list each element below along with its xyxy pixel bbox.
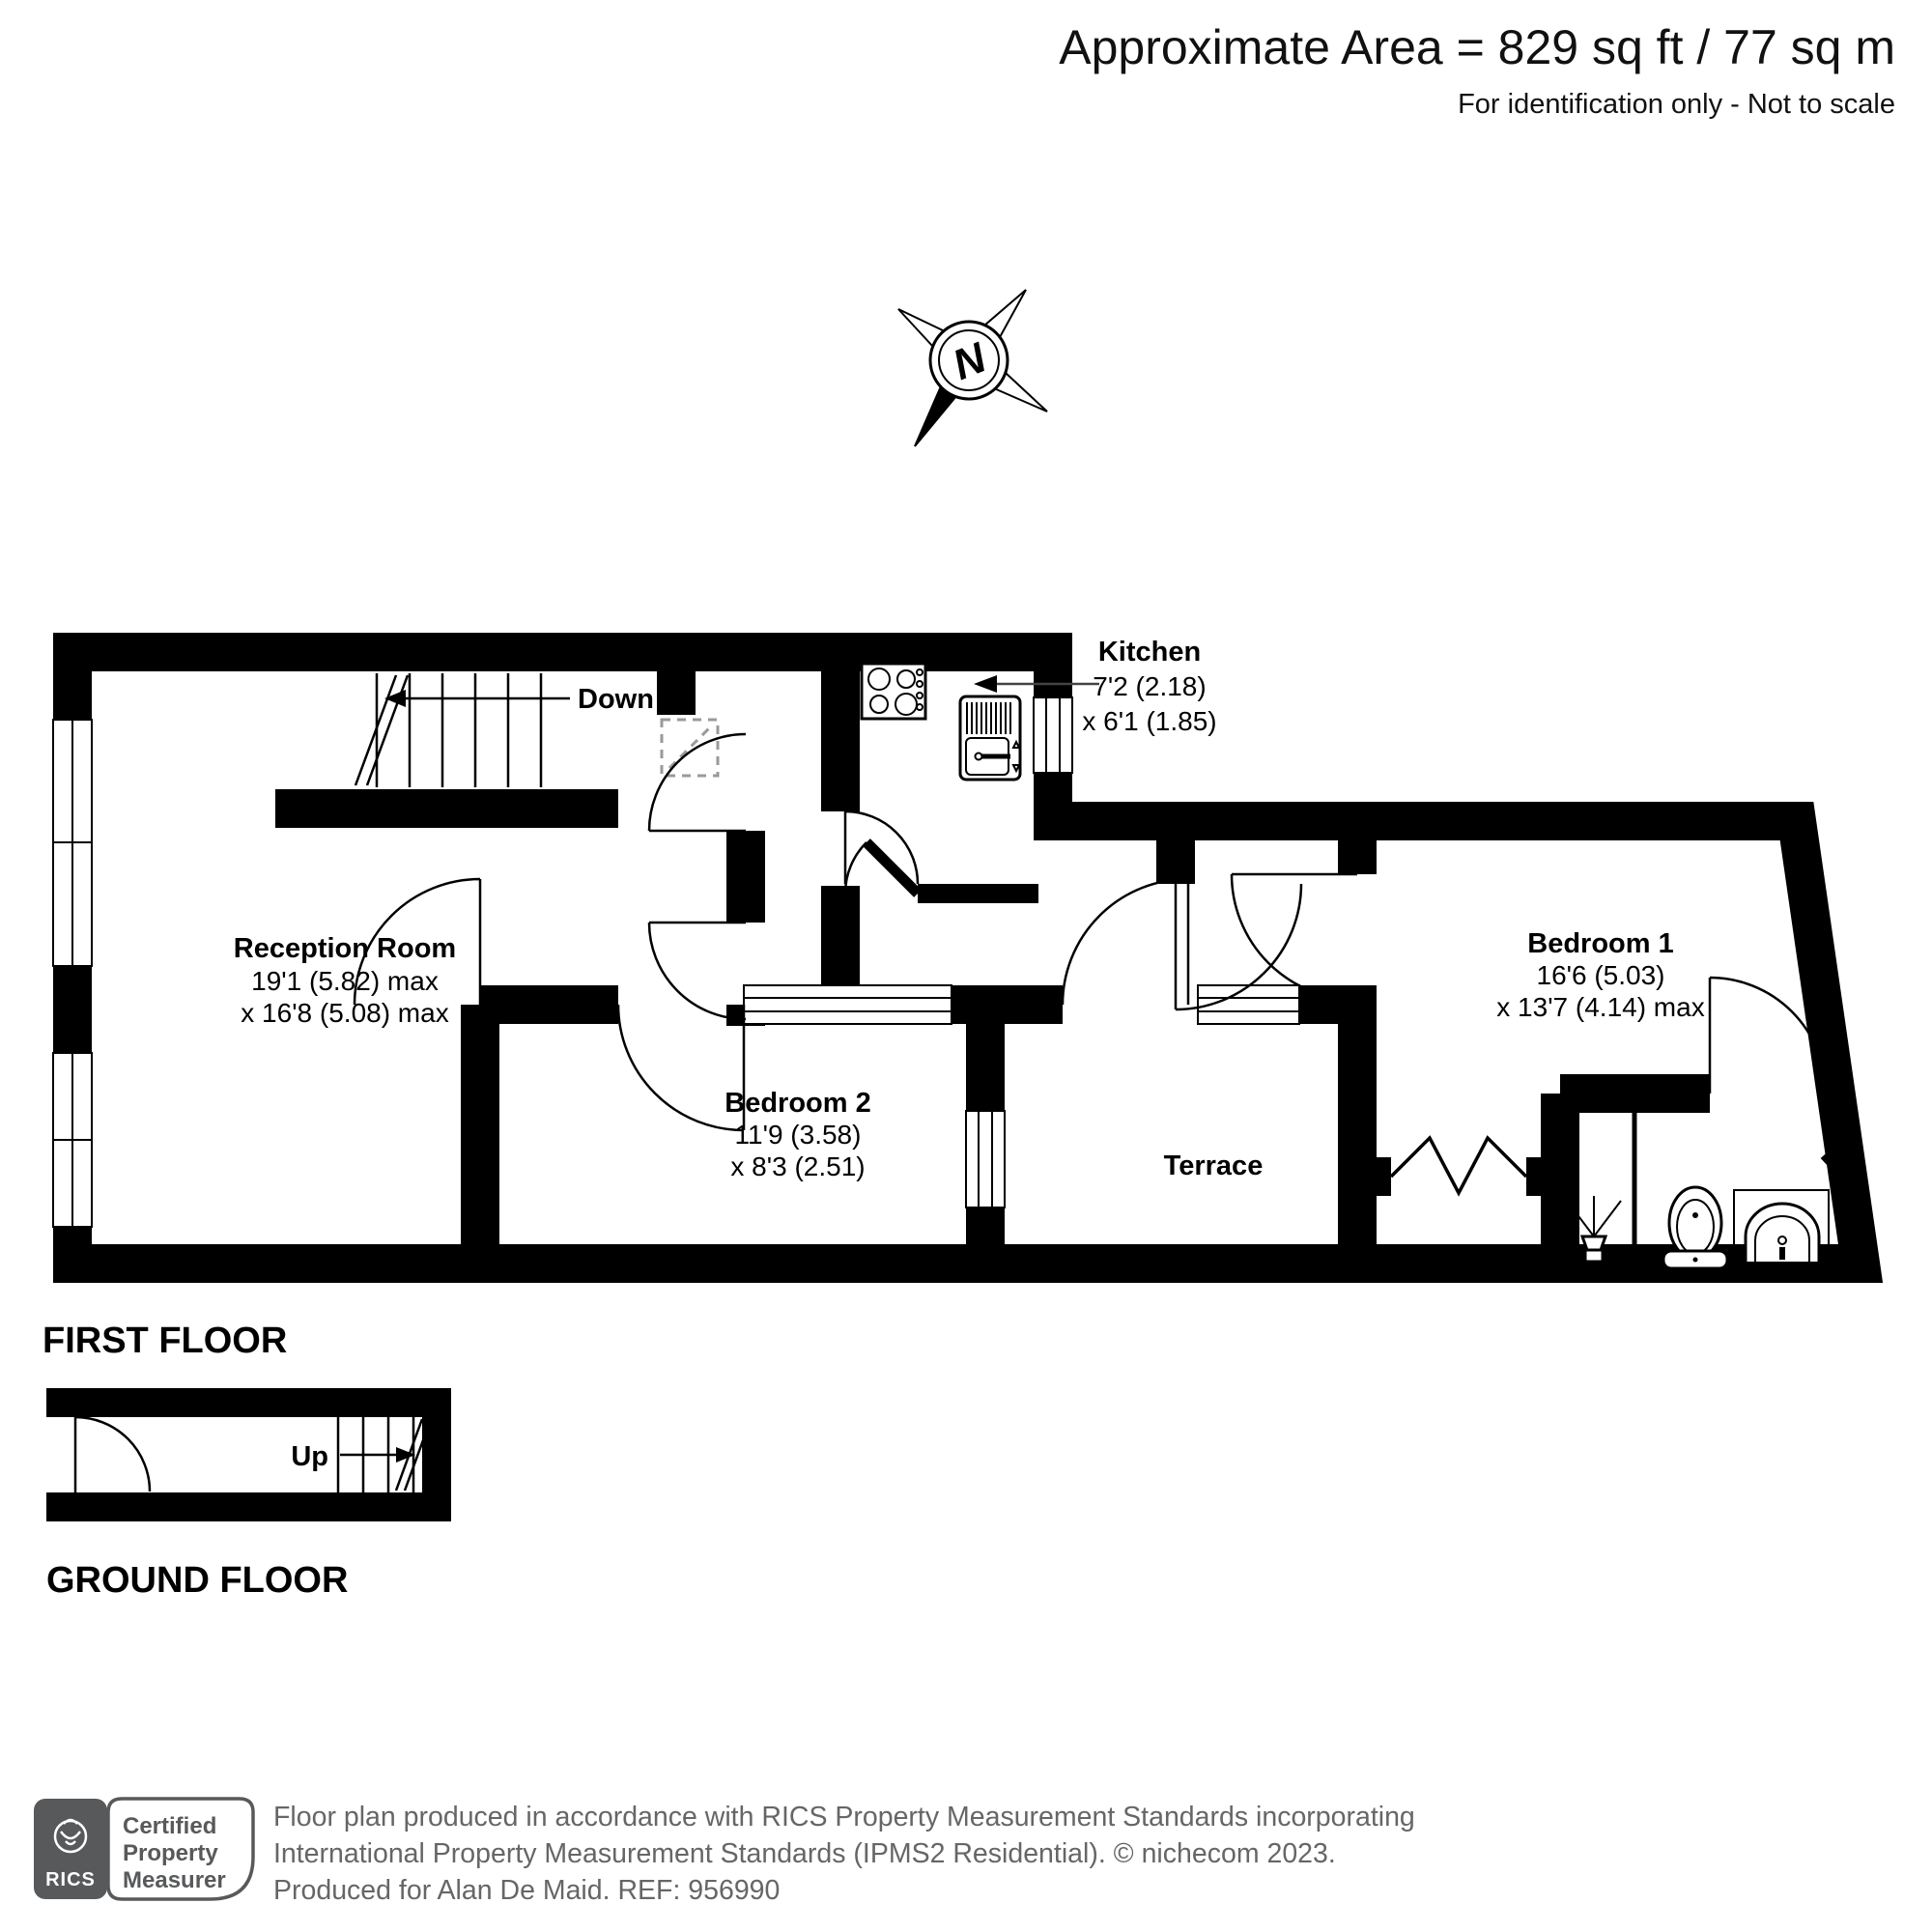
- cert-line1: Certified: [123, 1813, 216, 1839]
- toilet-icon: [1662, 1185, 1729, 1270]
- kitchen-fixtures: [860, 662, 1022, 781]
- stairs-down-label: Down: [578, 684, 654, 715]
- door-hall-closet-b: [647, 921, 747, 1021]
- terrace-name: Terrace: [1164, 1151, 1264, 1181]
- reception-dim2: x 16'8 (5.08) max: [241, 998, 448, 1028]
- door-hall-closet-a: [647, 732, 747, 833]
- loft-hatch-dashed: [660, 718, 720, 778]
- footer: RICS Certified Property Measurer Floor p…: [34, 1797, 1415, 1906]
- bedroom2-dim1: 11'9 (3.58): [735, 1120, 862, 1150]
- door-terrace: [1061, 877, 1190, 1006]
- bedroom2-dim2: x 8'3 (2.51): [730, 1151, 865, 1181]
- bedroom2-label: Bedroom 2 11'9 (3.58) x 8'3 (2.51): [724, 1088, 870, 1181]
- bedroom2-name: Bedroom 2: [724, 1088, 870, 1119]
- entrance-door-gap: [44, 1417, 77, 1492]
- certified-property-measurer-badge: Certified Property Measurer: [106, 1797, 255, 1901]
- doors: [353, 732, 1853, 1197]
- window-bedroom2-top: [743, 984, 952, 1025]
- kitchen-leader-arrowhead: [974, 675, 997, 693]
- stairs-down: Down: [354, 673, 720, 787]
- stairs-up-label: Up: [291, 1441, 328, 1472]
- stairs-up-arrowhead: [396, 1447, 415, 1463]
- bedroom1-label: Bedroom 1 16'6 (5.03) x 13'7 (4.14) max: [1496, 928, 1704, 1022]
- first-floor-label: FIRST FLOOR: [43, 1321, 287, 1361]
- window-reception-lower: [52, 1052, 93, 1228]
- kitchen-label-group: Kitchen 7'2 (2.18) x 6'1 (1.85): [974, 637, 1217, 736]
- window-bedroom2-terrace: [965, 1110, 1006, 1208]
- bedroom1-dim2: x 13'7 (4.14) max: [1496, 992, 1704, 1022]
- window-kitchen: [1033, 696, 1073, 774]
- reception-dim1: 19'1 (5.82) max: [251, 966, 439, 996]
- kitchen-name: Kitchen: [1098, 637, 1201, 668]
- shower-icon: [1566, 1196, 1622, 1264]
- ground-floor-plan: Up GROUND FLOOR: [44, 1388, 451, 1601]
- bathroom-fixtures: [1566, 1185, 1830, 1270]
- rics-logo-text: RICS: [45, 1869, 96, 1890]
- door-hall-kitchen: [843, 838, 922, 897]
- bedroom1-name: Bedroom 1: [1527, 928, 1673, 959]
- compass-rose-icon: N: [897, 289, 1048, 447]
- reception-label: Reception Room 19'1 (5.82) max x 16'8 (5…: [234, 933, 456, 1028]
- door-entrance: [73, 1415, 152, 1492]
- footer-line2: International Property Measurement Stand…: [273, 1838, 1336, 1869]
- cert-line3: Measurer: [123, 1867, 226, 1893]
- door-bedroom2: [616, 1004, 746, 1132]
- window-reception-upper: [52, 719, 93, 967]
- bedroom1-dim1: 16'6 (5.03): [1537, 960, 1665, 990]
- kitchen-dim2: x 6'1 (1.85): [1082, 706, 1216, 736]
- basin-icon: [1733, 1189, 1830, 1263]
- door-bifold: [1389, 1135, 1528, 1197]
- first-floor-plan: Down: [43, 633, 1884, 1361]
- door-corridor: [1230, 872, 1358, 1002]
- stairs-down-arrowhead: [384, 690, 406, 707]
- approximate-area-label: Approximate Area = 829 sq ft / 77 sq m: [1059, 20, 1895, 74]
- cert-line2: Property: [123, 1840, 218, 1866]
- reception-name: Reception Room: [234, 933, 456, 964]
- ground-floor-label: GROUND FLOOR: [46, 1560, 348, 1601]
- hob-icon: [860, 662, 927, 721]
- kitchen-dim1: 7'2 (2.18): [1093, 671, 1206, 701]
- footer-line3: Produced for Alan De Maid. REF: 956990: [273, 1875, 780, 1906]
- door-bedroom1: [1174, 883, 1303, 1011]
- rics-lion-emblem: [59, 1818, 82, 1846]
- door-kitchen-inner: [843, 810, 920, 885]
- footer-line1: Floor plan produced in accordance with R…: [273, 1802, 1415, 1833]
- sink-unit-icon: [958, 695, 1022, 781]
- footer-disclaimer-text: Floor plan produced in accordance with R…: [273, 1802, 1415, 1906]
- disclaimer-label: For identification only - Not to scale: [1458, 89, 1895, 120]
- interior-walls: [275, 652, 1710, 1265]
- rics-logo: RICS: [34, 1799, 107, 1899]
- door-bathroom: [1708, 976, 1853, 1186]
- header: Approximate Area = 829 sq ft / 77 sq m F…: [1059, 20, 1895, 120]
- stairs-up: Up: [291, 1417, 433, 1492]
- door-reception: [353, 877, 482, 1006]
- windows: [52, 696, 1300, 1228]
